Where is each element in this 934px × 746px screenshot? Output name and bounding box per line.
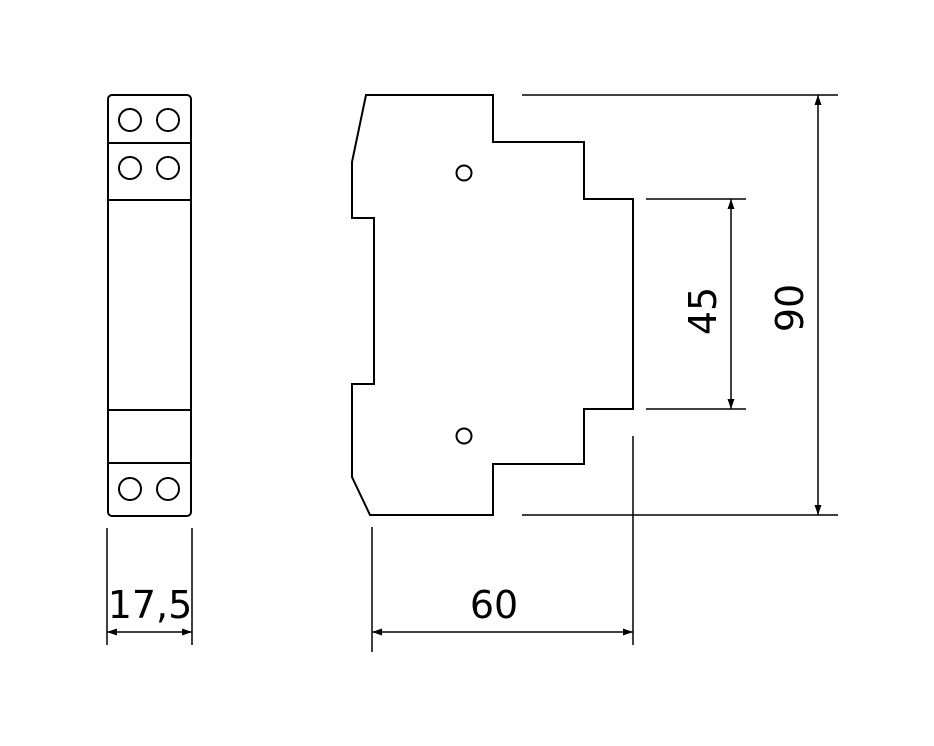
depth-arrow-right <box>623 628 633 636</box>
terminal-screw-1 <box>118 108 142 132</box>
depth-label: 60 <box>470 583 518 627</box>
side-view <box>351 94 634 516</box>
width-arrow-left <box>107 628 117 636</box>
width-dimension: 17,5 <box>106 528 193 645</box>
terminal-screw-4 <box>156 156 180 180</box>
depth-arrow-left <box>372 628 382 636</box>
mounting-arrow-top <box>727 199 735 209</box>
width-arrow-right <box>182 628 192 636</box>
total-height-dimension: 90 <box>522 94 838 516</box>
terminal-screw-6 <box>156 477 180 501</box>
mounting-arrow-bottom <box>727 399 735 409</box>
front-view <box>107 94 192 517</box>
front-view-outline <box>107 94 192 517</box>
height-arrow-top <box>814 95 822 105</box>
terminal-screw-5 <box>118 477 142 501</box>
width-label: 17,5 <box>108 583 193 627</box>
terminal-screw-3 <box>118 156 142 180</box>
mounting-hole-bottom <box>455 427 473 445</box>
mounting-hole-top <box>455 164 473 182</box>
depth-dimension: 60 <box>371 436 634 652</box>
terminal-screw-2 <box>156 108 180 132</box>
total-height-label: 90 <box>768 284 812 332</box>
height-arrow-bottom <box>814 505 822 515</box>
mounting-height-dimension: 45 <box>646 198 746 410</box>
mounting-height-label: 45 <box>681 287 725 335</box>
side-view-outline <box>351 94 634 516</box>
